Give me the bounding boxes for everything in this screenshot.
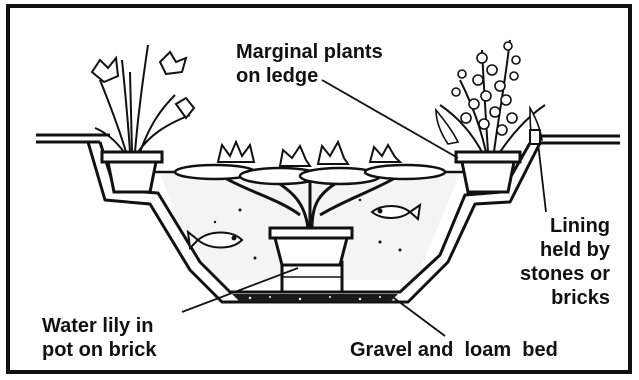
label-lining: Lining held by stones or bricks	[500, 214, 610, 310]
left-marginal-pot	[102, 152, 162, 192]
label-marginal-plants: Marginal plants on ledge	[236, 40, 383, 88]
label-lining-line-4: bricks	[500, 286, 610, 310]
label-marginal-line-2: on ledge	[236, 64, 383, 88]
label-lining-line-1: Lining	[500, 214, 610, 238]
label-gravel-bed: Gravel and loam bed	[350, 338, 558, 362]
right-plant-flowers	[436, 42, 542, 144]
label-lining-line-3: stones or	[500, 262, 610, 286]
gravel-bed	[232, 294, 398, 302]
lining-stone	[530, 130, 540, 144]
lily-flowers	[218, 142, 400, 166]
label-lily-line-2: pot on brick	[42, 338, 156, 362]
label-marginal-line-1: Marginal plants	[236, 40, 383, 64]
lily-pot	[270, 228, 352, 265]
label-lily-line-1: Water lily in	[42, 314, 156, 338]
label-lining-line-2: held by	[500, 238, 610, 262]
right-marginal-pot	[456, 152, 520, 192]
label-water-lily: Water lily in pot on brick	[42, 314, 156, 362]
